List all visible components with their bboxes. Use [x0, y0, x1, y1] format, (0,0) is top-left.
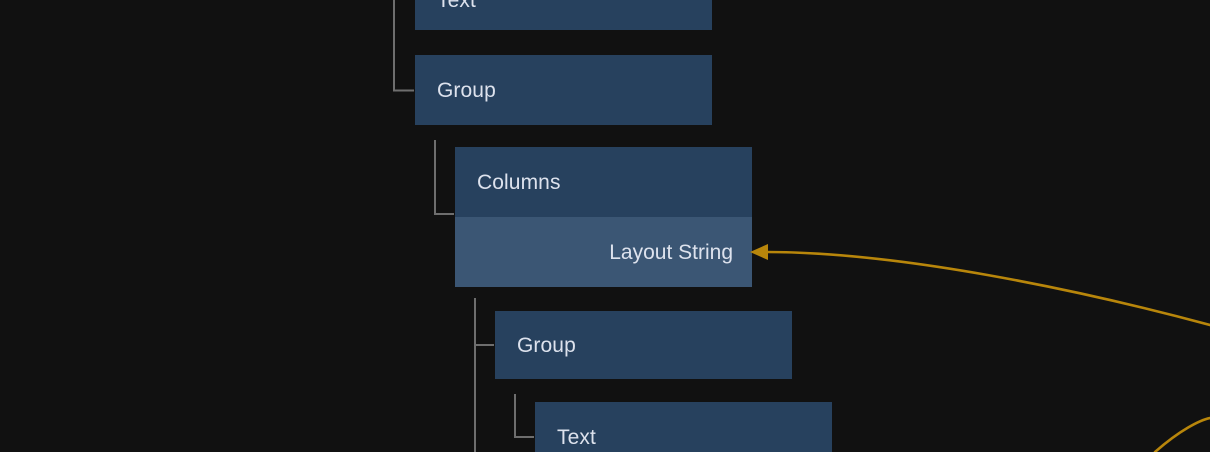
- node-title: Columns: [477, 170, 561, 194]
- tree-connector: [514, 394, 534, 438]
- node-group[interactable]: Group: [415, 55, 712, 125]
- annotation-curve: [764, 250, 1210, 327]
- node-text[interactable]: Text: [535, 402, 832, 452]
- node-text[interactable]: Text: [415, 0, 712, 30]
- node-header[interactable]: Columns: [455, 147, 752, 217]
- node-title: Group: [517, 333, 576, 357]
- tree-connector: [434, 140, 454, 215]
- annotation-curve: [1153, 416, 1210, 452]
- node-slot-label: Layout String: [609, 240, 733, 264]
- node-title: Text: [557, 425, 596, 449]
- annotation-arrowhead: [750, 244, 768, 260]
- node-title: Group: [437, 78, 496, 102]
- node-group[interactable]: Group: [495, 311, 792, 379]
- node-slot-layout-string[interactable]: Layout String: [455, 217, 752, 287]
- node-title: Text: [437, 0, 476, 12]
- tree-connector: [393, 0, 414, 92]
